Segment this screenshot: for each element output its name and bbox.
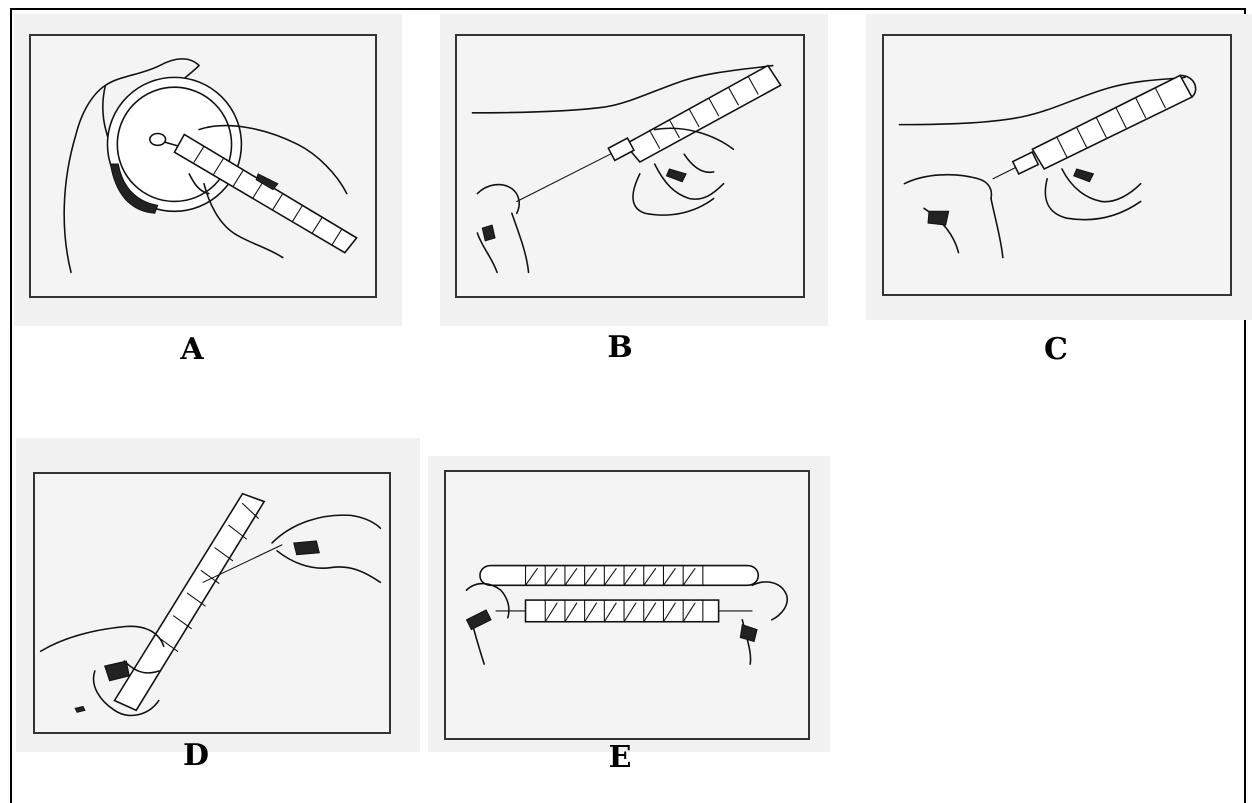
panel-c-label: C bbox=[1026, 332, 1086, 367]
panel-d: D bbox=[16, 438, 420, 752]
panel-a-label: A bbox=[162, 332, 222, 367]
panel-b-illustration bbox=[455, 34, 805, 298]
pinching-thread-tip-icon bbox=[884, 36, 1230, 294]
thread-from-bobbin-icon bbox=[457, 36, 803, 296]
panel-e-label: E bbox=[590, 740, 650, 775]
panel-e: E bbox=[428, 456, 830, 752]
panel-e-illustration bbox=[444, 470, 810, 740]
panel-c-illustration bbox=[882, 34, 1232, 296]
two-wrapped-strips-icon bbox=[446, 472, 808, 738]
panel-d-illustration bbox=[33, 472, 391, 734]
panel-c: C bbox=[866, 14, 1252, 320]
panel-a: A bbox=[14, 14, 402, 326]
spiral-wrapping-strip-icon bbox=[35, 474, 389, 732]
panel-a-illustration bbox=[29, 34, 377, 298]
hand-winding-bobbin-icon bbox=[31, 36, 375, 296]
panel-b-label: B bbox=[590, 330, 650, 365]
panel-d-label: D bbox=[166, 738, 226, 773]
panel-b: B bbox=[440, 14, 828, 326]
